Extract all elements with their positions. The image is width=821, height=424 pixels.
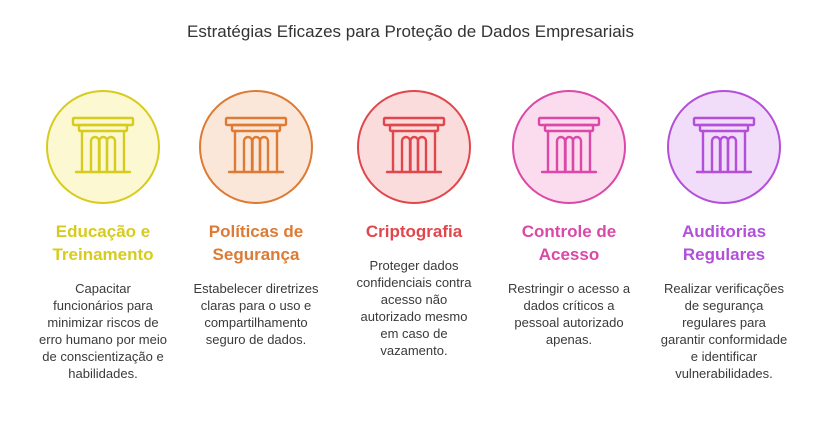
strategy-description: Realizar verificações de segurança regul… [660, 281, 788, 381]
strategy-description: Restringir o acesso a dados críticos a p… [507, 281, 631, 347]
strategy-cryptography: Criptografia Proteger dados confidenciai… [339, 90, 489, 410]
strategy-description: Proteger dados confidenciais contra aces… [356, 258, 472, 358]
strategy-heading: Criptografia [365, 222, 463, 241]
pillar-icon [692, 116, 756, 174]
strategy-heading: Políticas de Segurança [208, 222, 304, 264]
pillar-circle [46, 90, 160, 204]
strategy-heading: Controle de Acesso [521, 222, 617, 264]
pillar-circle [357, 90, 471, 204]
strategy-audits: Auditorias Regulares Realizar verificaçõ… [649, 90, 799, 410]
strategy-description: Capacitar funcionários para minimizar ri… [39, 281, 167, 381]
pillar-circle [667, 90, 781, 204]
pillar-icon [71, 116, 135, 174]
pillar-circle [512, 90, 626, 204]
pillar-icon [382, 116, 446, 174]
strategy-access-control: Controle de Acesso Restringir o acesso a… [494, 90, 644, 410]
strategy-heading: Educação e Treinamento [52, 222, 154, 264]
strategy-heading: Auditorias Regulares [681, 222, 767, 264]
strategy-education: Educação e Treinamento Capacitar funcion… [28, 90, 178, 410]
page-title: Estratégias Eficazes para Proteção de Da… [187, 22, 634, 41]
pillar-icon [537, 116, 601, 174]
pillar-icon [224, 116, 288, 174]
strategy-description: Estabelecer diretrizes claras para o uso… [193, 281, 319, 347]
pillar-circle [199, 90, 313, 204]
strategy-policies: Políticas de Segurança Estabelecer diret… [181, 90, 331, 410]
